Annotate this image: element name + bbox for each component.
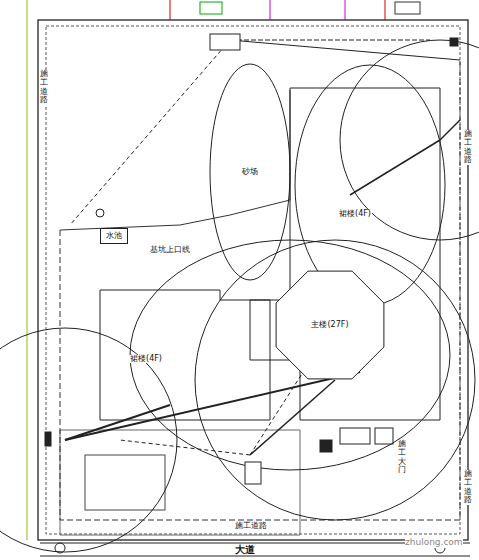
gate-label: 施工大门: [398, 440, 406, 475]
road-label: 施工道路: [464, 130, 472, 165]
area-name: 裙楼(4F): [338, 210, 372, 219]
pit-line-label: 基坑上口线: [150, 246, 190, 255]
area-name: 主楼(27F): [310, 321, 349, 330]
road-label: 施工道路: [464, 470, 472, 505]
area-name: 水池: [105, 232, 123, 241]
road-label: 施工道路: [40, 70, 48, 105]
road-label: 施工道路: [235, 522, 267, 531]
pool-box: 水池: [100, 228, 128, 244]
area-name: 裙楼(4F): [129, 355, 163, 364]
area-region: 裙楼(4F): [120, 350, 172, 368]
area-name: 砂场: [241, 168, 259, 177]
area-region: 裙楼(4F): [330, 205, 380, 223]
area-name: 大道: [234, 544, 256, 555]
area-region: 大道: [220, 542, 270, 557]
area-region: 砂场: [232, 160, 268, 184]
watermark: zhulong.com: [405, 538, 463, 548]
tower-octagon: 主楼(27F): [275, 270, 385, 380]
